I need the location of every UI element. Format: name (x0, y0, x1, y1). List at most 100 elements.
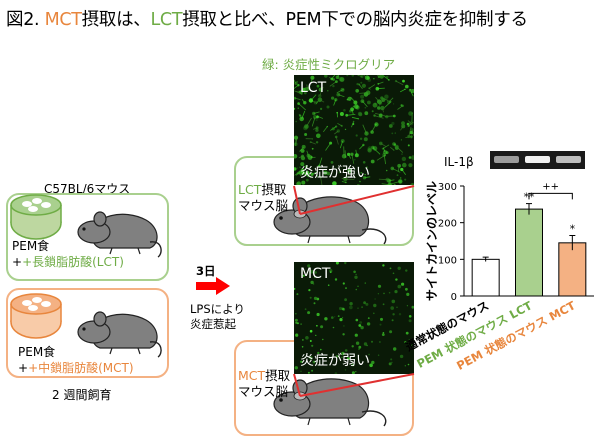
microglia-speck (327, 90, 329, 92)
microglia-speck (363, 342, 368, 346)
microglia-speck (355, 273, 357, 276)
microglia-speck (332, 326, 335, 329)
microglia-process (341, 181, 346, 183)
lct-group-mouse-icon (77, 211, 162, 258)
microglia-process (376, 155, 386, 161)
microglia-speck (355, 318, 359, 322)
microglia-speck (345, 113, 349, 117)
microglia-speck (408, 111, 413, 116)
microglia-speck (388, 291, 391, 294)
microglia-process (306, 117, 312, 127)
microglia-speck (381, 333, 385, 336)
microglia-speck (359, 180, 361, 183)
microglia-process (294, 90, 302, 95)
microglia-speck (313, 302, 316, 305)
microglia-process (310, 77, 313, 83)
microglia-speck (367, 148, 372, 153)
mct-group-mouse-icon (77, 311, 162, 358)
microglia-speck (355, 134, 358, 137)
microglia-speck (389, 267, 392, 270)
microglia-process (375, 97, 380, 102)
microglia-process (357, 75, 363, 77)
microglia-process (338, 94, 345, 98)
microglia-process (368, 84, 376, 89)
microglia-speck (337, 315, 340, 317)
microglia-speck (342, 316, 344, 319)
microglia-speck (391, 319, 394, 322)
microglia-process (377, 87, 385, 90)
microglia-process (306, 84, 308, 90)
microglia-speck (361, 306, 363, 308)
microglia-speck (360, 172, 363, 174)
microglia-speck (309, 269, 314, 274)
microglia-process (388, 97, 394, 103)
microglia-speck (310, 280, 314, 285)
microglia-speck (396, 306, 398, 308)
microglia-speck (361, 83, 366, 88)
microglia-speck (342, 282, 345, 285)
microglia-speck (309, 329, 313, 333)
microglia-speck (294, 318, 298, 322)
microglia-speck (312, 360, 316, 364)
microglia-speck (397, 266, 401, 270)
microglia-speck (399, 354, 404, 359)
microglia-speck (367, 100, 371, 105)
microglia-speck (392, 142, 396, 146)
microglia-process (348, 154, 352, 159)
microglia-speck (347, 96, 352, 101)
microglia-speck (374, 102, 377, 105)
microglia-speck (311, 344, 314, 347)
microglia-speck (300, 323, 302, 325)
microglia-speck (316, 133, 321, 139)
microglia-speck (334, 98, 338, 102)
microglia-speck (316, 119, 318, 121)
microglia-speck (322, 338, 324, 341)
microglia-process (401, 169, 407, 175)
microglia-speck (301, 346, 304, 348)
microglia-speck (319, 175, 322, 179)
microglia-speck (394, 132, 396, 134)
microglia-speck (344, 128, 347, 131)
microglia-speck (344, 262, 347, 265)
microglia-speck (364, 111, 369, 116)
microglia-speck (315, 334, 317, 336)
gel-band (556, 156, 581, 163)
microglia-speck (388, 362, 392, 366)
microglia-process (334, 130, 339, 135)
microglia-speck (298, 113, 301, 116)
microglia-speck (305, 167, 307, 169)
microglia-speck (338, 77, 343, 82)
microglia-speck (344, 369, 347, 371)
microglia-process (408, 121, 414, 127)
microglia-process (306, 150, 309, 156)
microglia-speck (294, 167, 297, 171)
lct-feeder-icon (10, 194, 62, 240)
microglia-speck (342, 88, 344, 91)
microglia-speck (297, 107, 300, 109)
microglia-process (331, 75, 336, 80)
microglia-speck (351, 75, 355, 77)
microglia-process (301, 110, 306, 120)
microglia-speck (397, 284, 402, 289)
microglia-speck (339, 306, 343, 311)
microglia-speck (351, 363, 355, 367)
microglia-speck (374, 122, 379, 127)
microglia-process (318, 157, 323, 167)
microglia-process (335, 136, 339, 145)
microglia-speck (351, 371, 355, 374)
microglia-speck (385, 115, 389, 119)
bar (558, 242, 587, 297)
microglia-speck (303, 91, 307, 95)
microglia-process (392, 168, 401, 173)
microglia-process (381, 183, 389, 185)
microglia-speck (324, 75, 328, 78)
microglia-speck (335, 262, 339, 265)
y-tick-label: 0 (451, 292, 457, 303)
microglia-process (337, 75, 340, 78)
microglia-speck (320, 107, 323, 110)
mct-connector-left (293, 373, 301, 397)
microglia-process (400, 88, 406, 93)
microglia-speck (377, 106, 381, 110)
mct-inflammation-note: 炎症が弱い (300, 353, 370, 369)
